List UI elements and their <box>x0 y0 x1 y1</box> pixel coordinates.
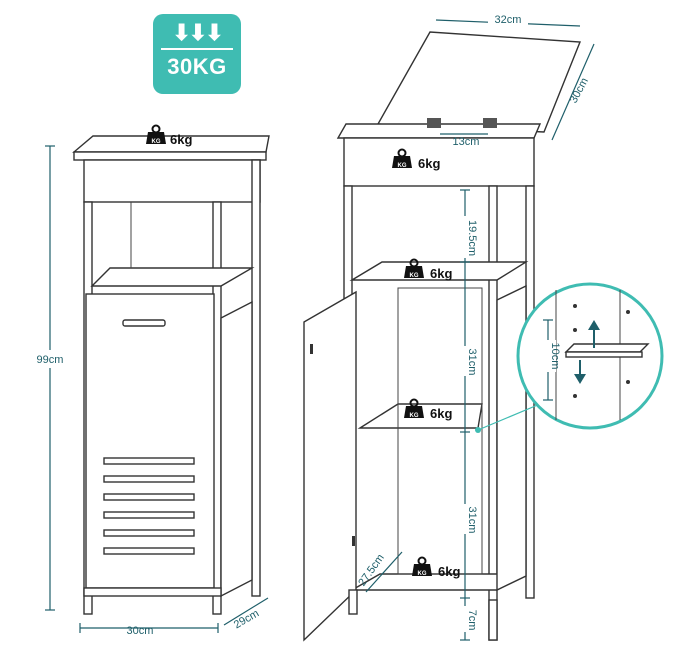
left-top-edge <box>73 151 267 161</box>
right-shelf-upper <box>349 261 529 281</box>
right-bottom-load: 6kg <box>438 564 460 579</box>
detail-connector <box>477 403 541 431</box>
right-middle-shelf-weight: KG 6kg <box>403 398 452 421</box>
lower-compartment-label: 31cm <box>466 507 478 534</box>
door-vents <box>103 457 195 555</box>
right-bottom-weight: KG 6kg <box>411 556 460 579</box>
right-upper-shelf-weight: KG 6kg <box>403 258 452 281</box>
left-bottom-rail <box>83 587 222 597</box>
lid-width-dimension: 32cm <box>435 10 581 27</box>
door-hinge-top-icon <box>310 344 313 354</box>
hinge-gap-label: 13cm <box>453 136 480 148</box>
left-top-load: 6kg <box>170 132 192 147</box>
left-width-dimension: 30cm <box>79 623 219 637</box>
detail-anchor-dot <box>475 427 481 433</box>
right-leg-left <box>348 589 358 615</box>
right-leg-front <box>488 599 498 641</box>
lid-width-label: 32cm <box>495 14 522 26</box>
hinge-gap-dimension: 13cm <box>440 133 488 148</box>
upper-compartment-label: 31cm <box>466 349 478 376</box>
down-arrowhead-icon <box>574 374 586 384</box>
left-top-box <box>83 159 261 203</box>
hinge-left-icon <box>427 118 441 128</box>
open-shelf-height-label: 19.5cm <box>466 220 478 256</box>
left-cabinet <box>72 135 270 615</box>
capacity-label: 30KG <box>167 54 227 79</box>
left-width-label: 30cm <box>127 625 154 637</box>
door-hinge-bottom-icon <box>352 536 355 546</box>
weight-icon-label: KG <box>398 163 407 169</box>
lid-depth-label: 30cm <box>568 76 591 105</box>
left-door <box>85 293 215 589</box>
left-open-shelf <box>90 267 255 287</box>
left-height-label: 99cm <box>37 354 64 366</box>
right-top-weight: KG 6kg <box>391 148 440 171</box>
badge-divider <box>161 48 233 50</box>
right-middle-load: 6kg <box>430 406 452 421</box>
hinge-right-icon <box>483 118 497 128</box>
up-arrowhead-icon <box>588 320 600 330</box>
left-top-weight: KG 6kg <box>145 124 192 147</box>
right-open-lid <box>376 31 582 133</box>
leg-height-label: 7cm <box>466 610 478 631</box>
load-capacity-badge: ⬇⬇⬇ 30KG <box>153 14 241 94</box>
weight-icon-label: KG <box>418 571 427 577</box>
left-side-panel <box>220 300 253 598</box>
right-front-right-post <box>488 185 498 641</box>
vertical-dimension-column: 19.5cm 31cm 31cm 7cm <box>457 189 478 641</box>
weight-icon-label: KG <box>152 139 161 145</box>
right-shelf-load: 6kg <box>430 266 452 281</box>
left-height-dimension: 99cm <box>36 145 66 611</box>
right-top-box <box>343 137 535 187</box>
left-back-right-post <box>251 159 261 597</box>
right-top-load: 6kg <box>418 156 440 171</box>
weight-icon-label: KG <box>410 413 419 419</box>
shelf-adjust-detail: 10cm <box>516 282 664 430</box>
door-handle <box>122 319 166 327</box>
down-arrows-icon: ⬇⬇⬇ <box>172 20 223 45</box>
weight-icon-label: KG <box>410 273 419 279</box>
left-depth-dimension: 29cm <box>223 597 269 631</box>
adjust-range-label: 10cm <box>549 343 561 370</box>
right-interior-back <box>397 287 483 575</box>
